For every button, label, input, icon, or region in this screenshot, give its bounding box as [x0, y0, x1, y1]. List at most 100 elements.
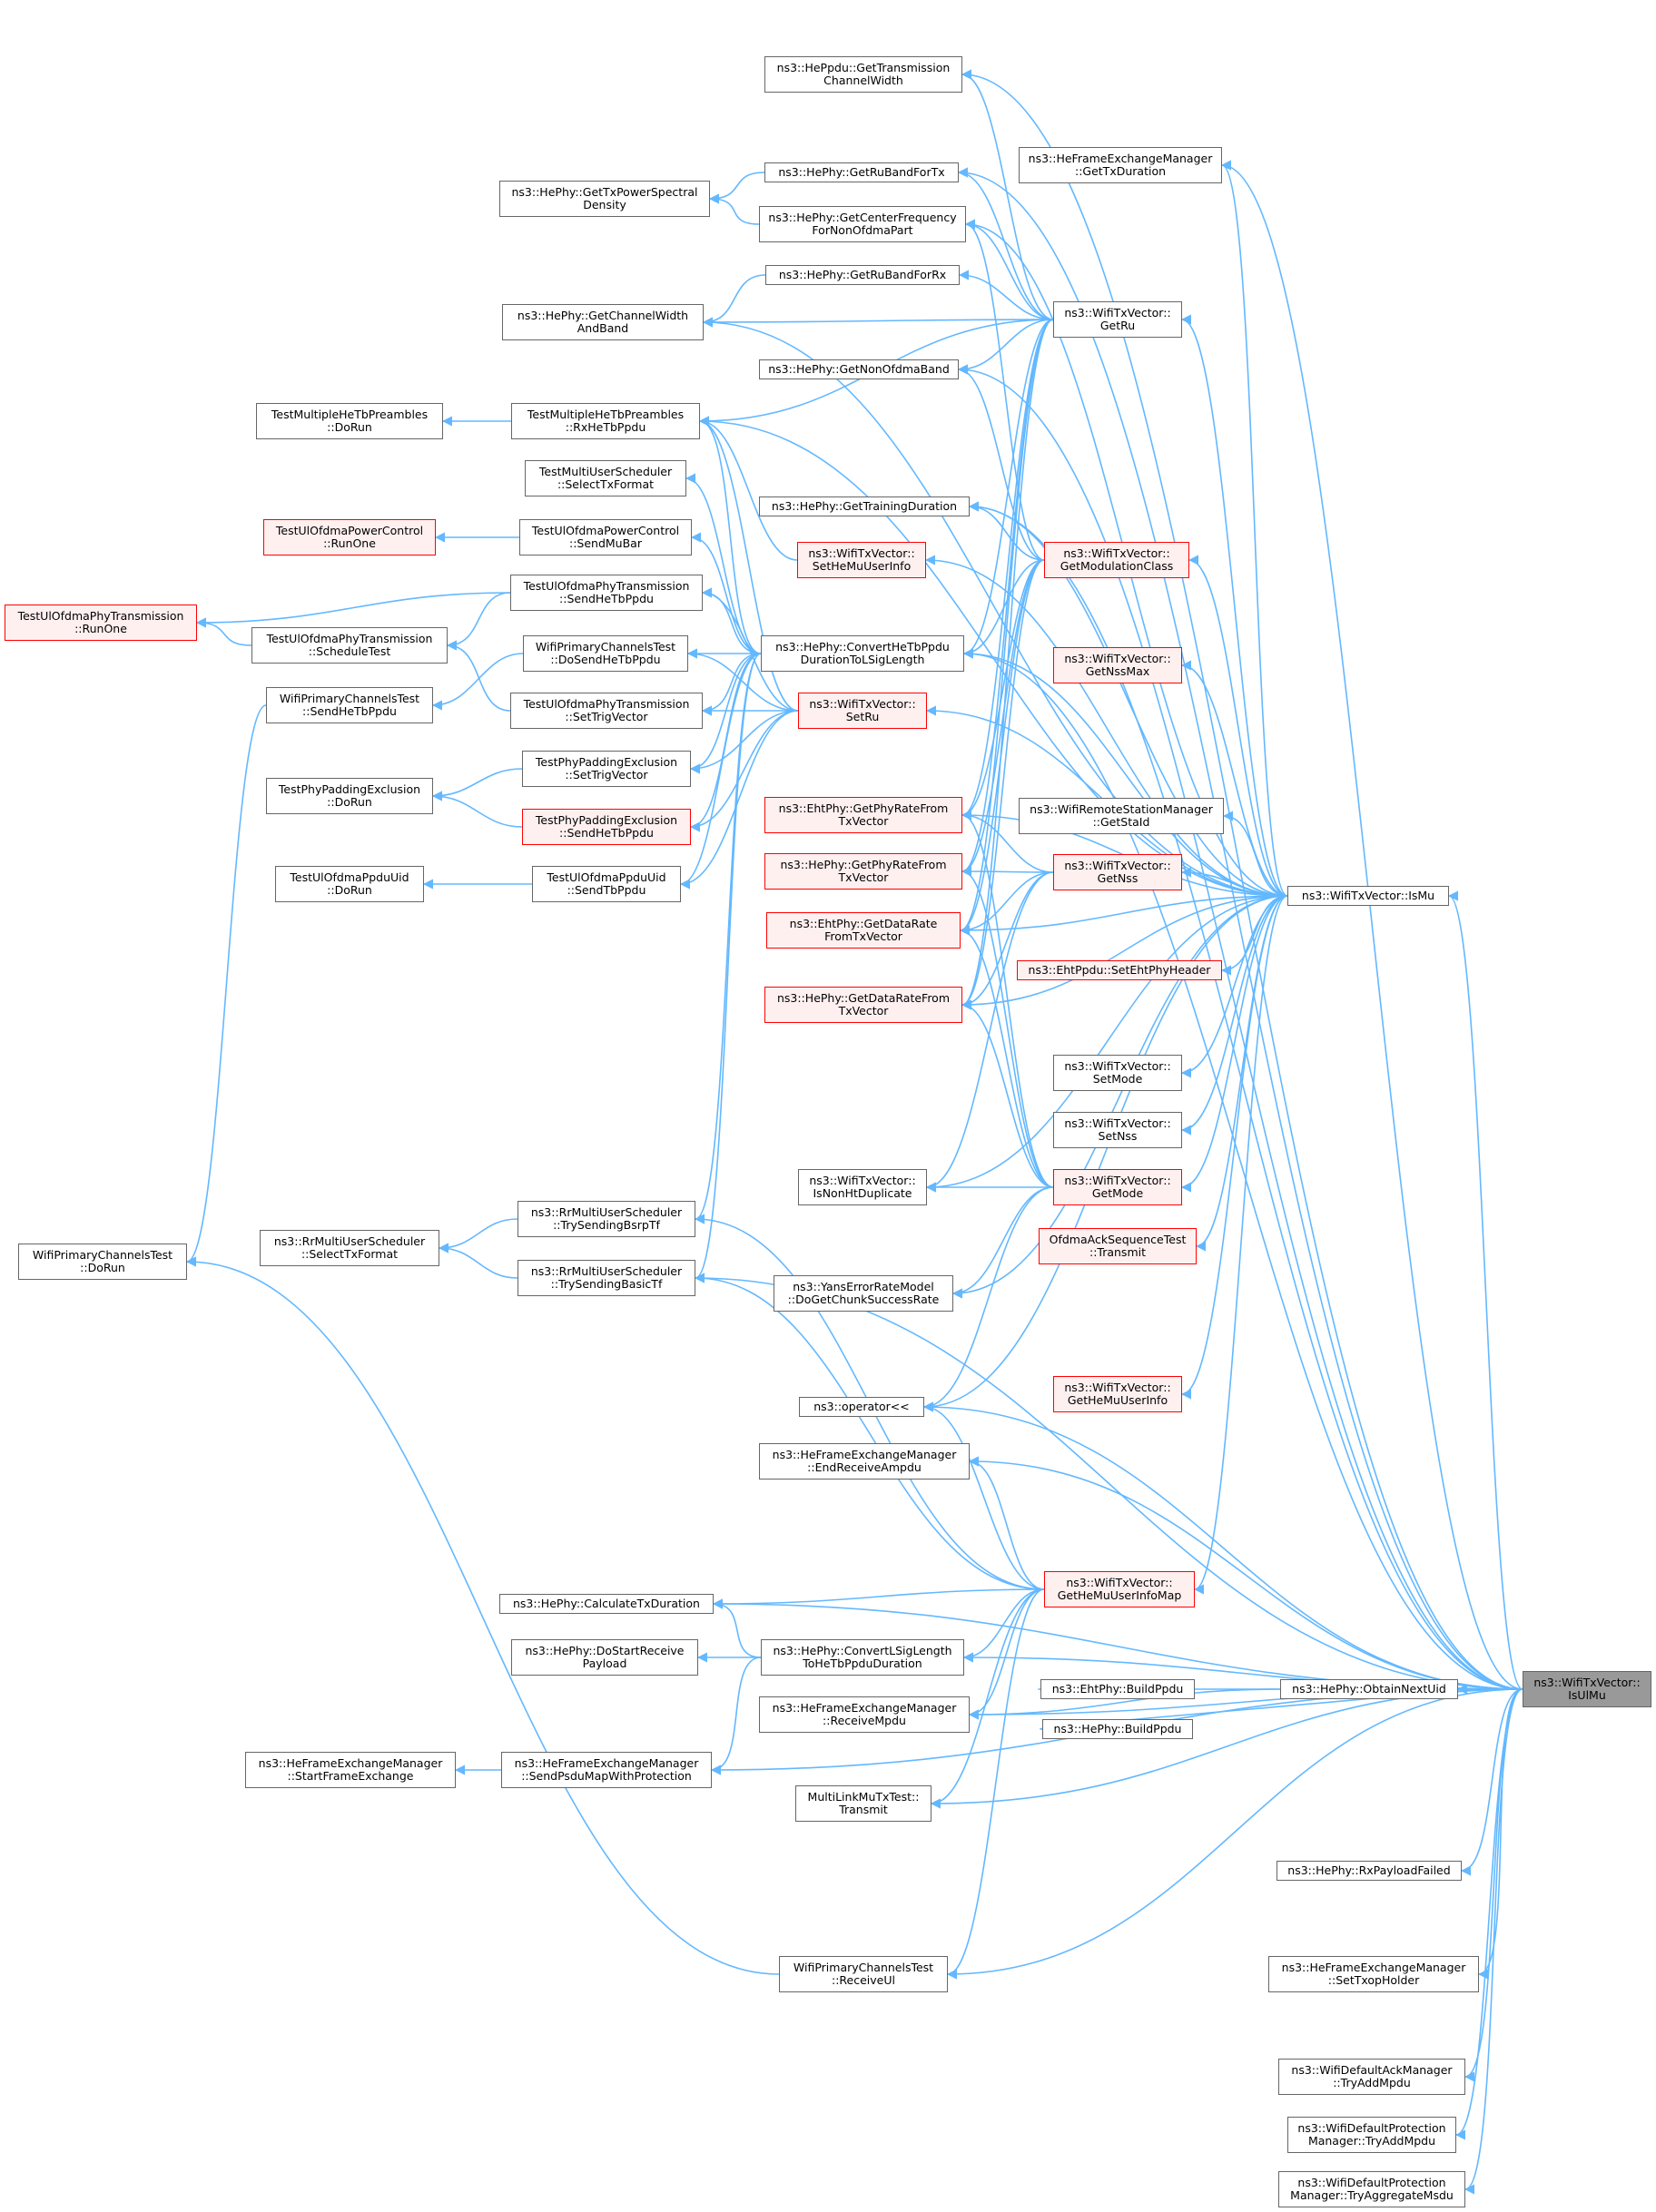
- node-n45[interactable]: ns3::RrMultiUserScheduler ::SelectTxForm…: [260, 1230, 439, 1266]
- call-edge-n43-n34: [961, 866, 1054, 1188]
- node-n31[interactable]: ns3::WifiRemoteStationManager ::GetStaId: [1019, 798, 1224, 834]
- node-n44[interactable]: ns3::RrMultiUserScheduler ::TrySendingBs…: [518, 1201, 695, 1237]
- call-edge-n43-n39: [961, 999, 1054, 1188]
- node-n11[interactable]: TestMultipleHeTbPreambles ::RxHeTbPpdu: [511, 403, 700, 439]
- node-n70[interactable]: ns3::WifiDefaultProtection Manager::TryA…: [1278, 2171, 1465, 2207]
- node-n1[interactable]: ns3::HePpdu::GetTransmission ChannelWidt…: [764, 56, 962, 93]
- call-edge-n56-n54: [712, 1598, 762, 1658]
- call-edge-n22-n25: [701, 653, 762, 716]
- call-edge-n18-n20: [446, 592, 511, 651]
- call-edge-n57-n51: [922, 1401, 1523, 1690]
- call-edge-n22-n15: [690, 532, 762, 654]
- node-n29[interactable]: TestPhyPaddingExclusion ::SendHeTbPpdu: [522, 809, 691, 845]
- node-n6[interactable]: ns3::HePhy::GetRuBandForRx: [765, 265, 960, 285]
- node-n15[interactable]: TestUlOfdmaPowerControl ::SendMuBar: [519, 519, 692, 555]
- node-n28[interactable]: TestPhyPaddingExclusion ::DoRun: [266, 778, 433, 814]
- call-edge-n53-n66: [946, 1588, 1045, 1980]
- call-edge-n17-n9: [957, 364, 1045, 561]
- call-edge-n43-n51: [922, 1186, 1054, 1412]
- node-n56[interactable]: ns3::HePhy::ConvertLSigLength ToHeTbPpdu…: [761, 1639, 964, 1676]
- node-n47[interactable]: OfdmaAckSequenceTest ::Transmit: [1039, 1228, 1197, 1264]
- node-n18[interactable]: TestUlOfdmaPhyTransmission ::SendHeTbPpd…: [510, 575, 703, 611]
- node-n33[interactable]: TestUlOfdmaPpduUid ::SendTbPpdu: [532, 866, 681, 902]
- node-n16[interactable]: ns3::WifiTxVector:: SetHeMuUserInfo: [797, 542, 926, 578]
- node-n14[interactable]: TestUlOfdmaPowerControl ::RunOne: [263, 519, 436, 555]
- node-n53[interactable]: ns3::WifiTxVector:: GetHeMuUserInfoMap: [1044, 1571, 1195, 1607]
- node-n49[interactable]: ns3::YansErrorRateModel ::DoGetChunkSucc…: [774, 1275, 953, 1312]
- call-edge-n53-n48: [694, 1273, 1045, 1590]
- node-n36[interactable]: ns3::WifiTxVector::IsMu: [1287, 886, 1449, 906]
- node-n7[interactable]: ns3::HePhy::GetChannelWidth AndBand: [502, 304, 704, 340]
- node-n55[interactable]: ns3::HePhy::DoStartReceive Payload: [511, 1639, 698, 1676]
- node-n8[interactable]: ns3::WifiTxVector:: GetRu: [1053, 301, 1182, 338]
- call-edge-n36-n22: [962, 648, 1288, 897]
- call-edge-n36-n23: [1180, 660, 1288, 897]
- node-n25[interactable]: TestUlOfdmaPhyTransmission ::SetTrigVect…: [510, 693, 703, 729]
- node-n9[interactable]: ns3::HePhy::GetNonOfdmaBand: [759, 359, 959, 379]
- node-n22[interactable]: ns3::HePhy::ConvertHeTbPpdu DurationToLS…: [761, 635, 964, 672]
- call-edge-n6-n7: [702, 274, 766, 328]
- call-edge-n36-n51: [922, 895, 1288, 1412]
- node-n41[interactable]: ns3::WifiTxVector:: SetNss: [1053, 1112, 1182, 1148]
- node-n12[interactable]: TestMultiUserScheduler ::SelectTxFormat: [525, 460, 686, 496]
- call-edge-n36-n43: [1180, 895, 1288, 1193]
- node-n27[interactable]: TestPhyPaddingExclusion ::SetTrigVector: [522, 751, 691, 787]
- node-n50[interactable]: ns3::WifiTxVector:: GetHeMuUserInfo: [1053, 1376, 1182, 1412]
- node-n66[interactable]: WifiPrimaryChannelsTest ::ReceiveUl: [779, 1956, 948, 1992]
- node-n57[interactable]: ns3::WifiTxVector:: IsUlMu: [1523, 1671, 1651, 1707]
- node-n21[interactable]: WifiPrimaryChannelsTest ::DoSendHeTbPpdu: [523, 635, 688, 672]
- call-edge-n57-n52: [968, 1456, 1523, 1690]
- node-n61[interactable]: ns3::HePhy::BuildPpdu: [1042, 1719, 1193, 1739]
- node-n4[interactable]: ns3::HePhy::GetTxPowerSpectral Density: [499, 181, 710, 217]
- call-edge-n8-n1: [961, 69, 1054, 320]
- call-edge-n26-n33: [679, 710, 799, 890]
- node-n58[interactable]: ns3::EhtPhy::BuildPpdu: [1040, 1679, 1195, 1699]
- node-n64[interactable]: MultiLinkMuTxTest:: Transmit: [795, 1785, 932, 1822]
- call-edge-n21-n24: [431, 653, 524, 711]
- node-n59[interactable]: ns3::HePhy::ObtainNextUid: [1280, 1679, 1458, 1699]
- node-n42[interactable]: ns3::WifiTxVector:: IsNonHtDuplicate: [798, 1169, 927, 1205]
- call-edge-n5-n4: [708, 193, 760, 225]
- call-edge-n36-n49: [951, 895, 1288, 1299]
- node-n26[interactable]: ns3::WifiTxVector:: SetRu: [798, 693, 927, 729]
- node-n24[interactable]: WifiPrimaryChannelsTest ::SendHeTbPpdu: [266, 687, 433, 723]
- node-n43[interactable]: ns3::WifiTxVector:: GetMode: [1053, 1169, 1182, 1205]
- call-edge-n22-n27: [689, 653, 762, 774]
- node-n62[interactable]: ns3::HeFrameExchangeManager ::StartFrame…: [245, 1752, 456, 1788]
- call-edge-n36-n40: [1180, 895, 1288, 1078]
- node-n35[interactable]: ns3::WifiTxVector:: GetNss: [1053, 854, 1182, 890]
- node-n46[interactable]: WifiPrimaryChannelsTest ::DoRun: [18, 1244, 187, 1280]
- node-n54[interactable]: ns3::HePhy::CalculateTxDuration: [499, 1594, 714, 1614]
- call-edge-n17-n30: [961, 559, 1045, 821]
- node-n69[interactable]: ns3::WifiDefaultProtection Manager::TryA…: [1287, 2117, 1456, 2153]
- call-edge-n57-n13: [968, 501, 1523, 1690]
- node-n39[interactable]: ns3::HePhy::GetDataRateFrom TxVector: [764, 987, 962, 1023]
- node-n68[interactable]: ns3::WifiDefaultAckManager ::TryAddMpdu: [1278, 2059, 1465, 2095]
- call-edge-n66-n46: [185, 1256, 780, 1975]
- node-n40[interactable]: ns3::WifiTxVector:: SetMode: [1053, 1055, 1182, 1091]
- call-edge-n44-n45: [438, 1218, 518, 1253]
- call-edge-n17-n34: [961, 559, 1045, 877]
- node-n23[interactable]: ns3::WifiTxVector:: GetNssMax: [1053, 647, 1182, 683]
- node-n19[interactable]: TestUlOfdmaPhyTransmission ::RunOne: [5, 605, 197, 641]
- node-n30[interactable]: ns3::EhtPhy::GetPhyRateFrom TxVector: [764, 797, 962, 833]
- node-n60[interactable]: ns3::HeFrameExchangeManager ::ReceiveMpd…: [759, 1696, 970, 1733]
- node-n13[interactable]: ns3::HePhy::GetTrainingDuration: [759, 496, 970, 516]
- node-n63[interactable]: ns3::HeFrameExchangeManager ::SendPsduMa…: [501, 1752, 712, 1788]
- node-n20[interactable]: TestUlOfdmaPhyTransmission ::ScheduleTes…: [251, 627, 448, 664]
- call-edge-n8-n34: [961, 319, 1054, 877]
- node-n51[interactable]: ns3::operator<<: [799, 1397, 924, 1417]
- node-n52[interactable]: ns3::HeFrameExchangeManager ::EndReceive…: [759, 1443, 970, 1480]
- node-n48[interactable]: ns3::RrMultiUserScheduler ::TrySendingBa…: [518, 1260, 695, 1296]
- node-n5[interactable]: ns3::HePhy::GetCenterFrequency ForNonOfd…: [759, 206, 966, 242]
- node-n10[interactable]: TestMultipleHeTbPreambles ::DoRun: [256, 403, 443, 439]
- node-n17[interactable]: ns3::WifiTxVector:: GetModulationClass: [1044, 542, 1189, 578]
- node-n3[interactable]: ns3::HePhy::GetRuBandForTx: [764, 162, 959, 182]
- node-n2[interactable]: ns3::HeFrameExchangeManager ::GetTxDurat…: [1019, 147, 1222, 183]
- node-n34[interactable]: ns3::HePhy::GetPhyRateFrom TxVector: [764, 853, 962, 890]
- node-n65[interactable]: ns3::HePhy::RxPayloadFailed: [1276, 1861, 1462, 1881]
- node-n37[interactable]: ns3::EhtPhy::GetDataRate FromTxVector: [766, 912, 961, 949]
- node-n67[interactable]: ns3::HeFrameExchangeManager ::SetTxopHol…: [1268, 1956, 1479, 1992]
- node-n38[interactable]: ns3::EhtPpdu::SetEhtPhyHeader: [1017, 960, 1222, 980]
- node-n32[interactable]: TestUlOfdmaPpduUid ::DoRun: [275, 866, 424, 902]
